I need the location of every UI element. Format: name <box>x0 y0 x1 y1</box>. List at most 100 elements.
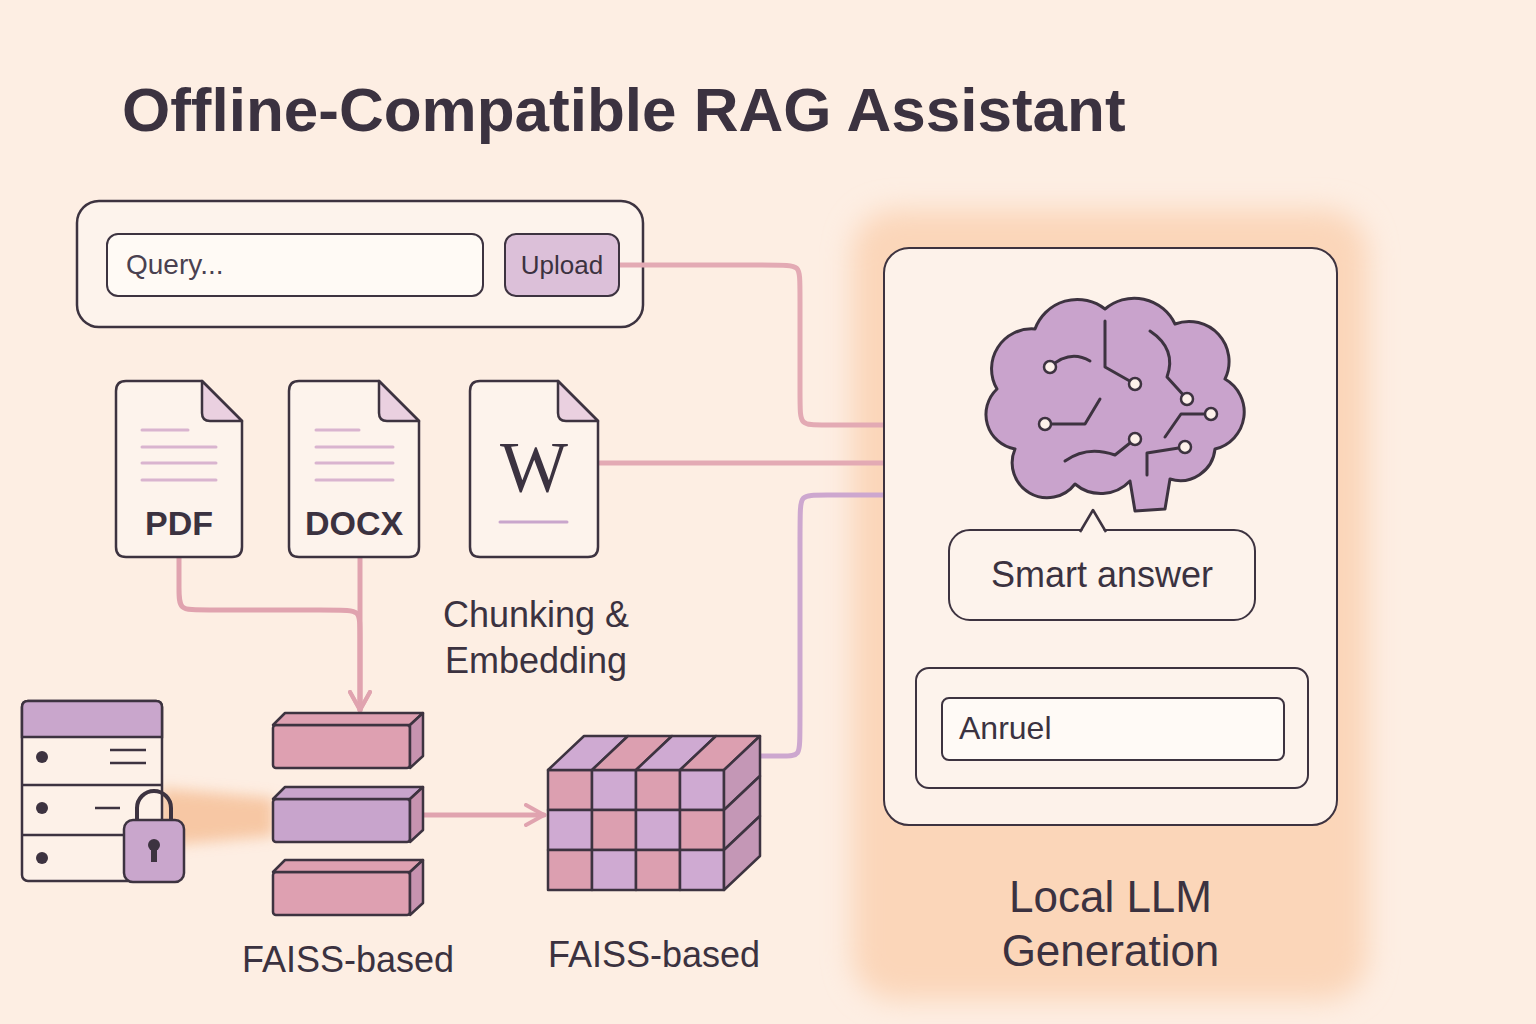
drawing-part <box>142 429 188 432</box>
drawing-part <box>1205 408 1217 420</box>
drawing-part <box>22 784 162 787</box>
drawing-part <box>379 381 419 421</box>
drawing-part <box>724 816 760 890</box>
docx-document: DOCX <box>289 381 419 557</box>
query-input: Query... <box>106 233 484 297</box>
drawing-part <box>548 810 592 850</box>
drawing-part <box>1044 361 1056 373</box>
drawing-part <box>273 787 423 842</box>
faiss-stack: FAISS-based <box>273 713 423 915</box>
drawing-part <box>548 736 760 890</box>
drawing-part <box>680 810 724 850</box>
drawing-part <box>680 850 724 890</box>
drawing-part <box>500 521 567 524</box>
drawing-part <box>1181 393 1193 405</box>
index-stack <box>273 713 423 915</box>
drawing-part <box>1179 441 1191 453</box>
drawing-part <box>137 791 171 822</box>
drawing-part <box>1129 378 1141 390</box>
drawing-part <box>316 446 393 449</box>
drawing-part <box>273 860 423 872</box>
drawing-part <box>202 381 242 421</box>
drawing-part <box>548 850 592 890</box>
connector <box>358 557 363 710</box>
drawing-part <box>316 479 393 482</box>
answer-bubble: Smart answer <box>948 529 1256 621</box>
drawing-part <box>1129 433 1141 445</box>
connector <box>760 495 883 756</box>
drawing-part <box>95 807 120 810</box>
answer-field-panel: Anruel <box>915 667 1309 789</box>
connector <box>423 813 544 818</box>
drawing-part <box>592 770 636 810</box>
drawing-part <box>1165 414 1211 437</box>
lock-icon <box>124 791 184 882</box>
drawing-part <box>36 852 48 864</box>
bubble-tail <box>1080 510 1106 534</box>
vector-cube <box>548 736 760 892</box>
drawing-part <box>36 802 48 814</box>
drawing-part <box>273 725 410 768</box>
drawing-part <box>151 848 157 862</box>
drawing-part <box>110 749 146 752</box>
drawing-part <box>116 381 242 557</box>
drawing-part <box>1080 510 1106 532</box>
drawing-part <box>1150 331 1187 399</box>
drawing-part <box>680 770 724 810</box>
drawing-part <box>1045 399 1100 424</box>
llm-panel: Local LLM GenerationSmart answerAnruel <box>883 247 1338 826</box>
drawing-part <box>470 381 598 557</box>
faiss-cube: FAISS-based <box>548 736 760 892</box>
drawing-part <box>592 850 636 890</box>
drawing-part <box>636 850 680 890</box>
pdf-document: PDF <box>116 381 242 557</box>
drawing-part <box>316 429 359 432</box>
drawing-part <box>636 810 680 850</box>
wiki-document: W <box>470 381 598 557</box>
drawing-part <box>110 762 146 765</box>
connector <box>620 265 883 425</box>
wiki-letter: W <box>470 427 598 507</box>
drawing-part <box>986 298 1244 511</box>
drawing-part <box>142 462 216 465</box>
drawing-part <box>124 820 184 882</box>
drawing-part <box>592 810 636 850</box>
drawing-part <box>273 713 423 725</box>
drawing-part <box>1039 418 1051 430</box>
drawing-part <box>410 713 423 768</box>
node-label: FAISS-based <box>242 939 454 981</box>
drawing-part <box>558 381 598 421</box>
drawing-part <box>273 860 423 915</box>
upload-button: Upload <box>504 233 620 297</box>
answer-text: Smart answer <box>991 554 1213 596</box>
drawing-part <box>1080 510 1106 535</box>
drawing-part <box>22 701 162 737</box>
button-label: Upload <box>521 250 603 281</box>
drawing-part <box>410 787 423 842</box>
step-label: Chunking & Embedding <box>406 592 666 684</box>
drawing-part <box>273 799 410 842</box>
drawing-part <box>273 713 423 768</box>
diagram-title: Offline-Compatible RAG Assistant <box>122 74 1126 145</box>
file-type: PDF <box>116 504 242 543</box>
file-type: DOCX <box>289 504 419 543</box>
drawing-part <box>636 770 680 810</box>
drawing-part <box>410 860 423 915</box>
drawing-part <box>1065 439 1135 461</box>
drawing-part <box>273 787 423 799</box>
drawing-part <box>316 462 393 465</box>
drawing-part <box>142 479 216 482</box>
drawing-part <box>36 751 48 763</box>
drawing-part <box>1105 321 1135 384</box>
input-panel <box>77 201 643 327</box>
node-label: FAISS-based <box>548 934 760 976</box>
llm-glow <box>852 210 1368 1000</box>
input-placeholder: Query... <box>126 249 224 281</box>
drawing-part <box>548 770 592 810</box>
connector <box>179 557 360 710</box>
panel-label: Local LLM Generation <box>946 870 1276 978</box>
field-text: Anruel <box>941 697 1285 761</box>
drawing-part <box>289 381 419 557</box>
connector <box>598 461 883 466</box>
